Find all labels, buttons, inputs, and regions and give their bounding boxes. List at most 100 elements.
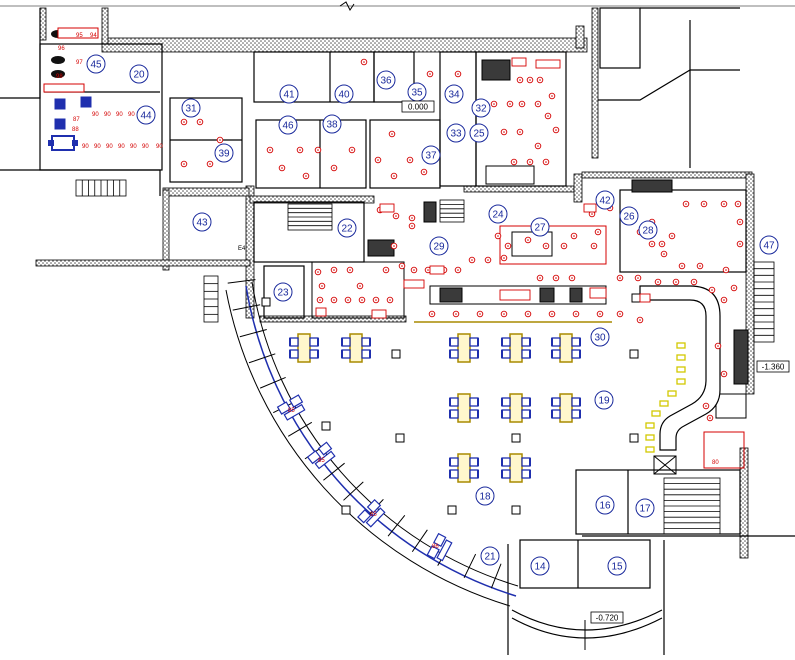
equipment-marker <box>490 100 498 108</box>
room-22: 22 <box>337 218 357 238</box>
armchair <box>357 509 372 524</box>
chair <box>521 469 531 479</box>
equipment-marker <box>314 146 322 154</box>
marker-dot <box>547 115 549 117</box>
equipment-marker <box>568 274 576 282</box>
equipment-marker <box>552 126 560 134</box>
marker-dot <box>723 203 725 205</box>
equipment-marker <box>590 242 598 250</box>
facade-inner-line <box>251 281 519 587</box>
room-28-outline <box>619 189 747 273</box>
marker-dot <box>619 277 621 279</box>
tag-95: 95 <box>76 33 83 39</box>
mullion <box>232 304 261 311</box>
structural-walls <box>35 7 755 559</box>
room-number: 25 <box>473 129 485 140</box>
marker-dot <box>385 269 387 271</box>
equipment-marker <box>318 282 326 290</box>
facade-mullions <box>227 279 502 589</box>
room-bubble <box>595 495 615 515</box>
wall-north <box>101 37 588 53</box>
chair <box>449 397 459 407</box>
room-number: 17 <box>639 504 651 515</box>
level-mark: 0.000 <box>401 100 435 113</box>
equipment-marker <box>330 266 338 274</box>
tag-lounge-1: 85 <box>288 408 295 414</box>
equipment-marker <box>690 278 698 286</box>
marker-dot <box>527 313 529 315</box>
equipment-marker <box>302 172 310 180</box>
level-value: -0.720 <box>596 614 619 623</box>
marker-dot <box>299 149 301 151</box>
equipment-marker <box>386 296 394 304</box>
marker-dot <box>733 287 735 289</box>
marker-dot <box>503 313 505 315</box>
chair <box>469 409 479 419</box>
chair <box>571 337 581 347</box>
marker-dot <box>457 269 459 271</box>
chair <box>449 469 459 479</box>
equipment-marker <box>534 142 542 150</box>
marker-dot <box>361 299 363 301</box>
equipment-marker <box>588 210 596 218</box>
chair <box>469 397 479 407</box>
chair <box>361 337 371 347</box>
equipment-marker <box>516 76 524 84</box>
armchair <box>433 532 447 548</box>
room-41: 41 <box>279 84 299 104</box>
equipment-marker <box>180 160 188 168</box>
mullion <box>490 563 502 589</box>
room-number: 27 <box>534 223 546 234</box>
marker-dot <box>359 285 361 287</box>
marker-dot <box>661 243 663 245</box>
marker-dot <box>409 159 411 161</box>
column <box>391 349 401 359</box>
room-number: 38 <box>326 120 338 131</box>
equipment-marker <box>468 256 476 264</box>
tag-87: 87 <box>73 117 80 123</box>
marker-dot <box>507 245 509 247</box>
marker-dot <box>639 319 641 321</box>
table-top <box>509 453 523 483</box>
equipment-marker <box>634 274 642 282</box>
equipment-marker <box>734 200 742 208</box>
marker-dot <box>529 161 531 163</box>
room-bubble <box>444 84 464 104</box>
room-bubble <box>619 206 639 226</box>
marker-dot <box>455 313 457 315</box>
chair <box>341 349 351 359</box>
mullion <box>248 353 276 364</box>
equipment-marker <box>518 100 526 108</box>
table-top <box>457 333 471 363</box>
equipment-marker <box>180 118 188 126</box>
interior-walls <box>0 7 795 655</box>
marker-dot <box>457 73 459 75</box>
office-row-code: 90 <box>92 112 99 118</box>
equipment-marker <box>524 310 532 318</box>
marker-dot <box>705 405 707 407</box>
marker-dot <box>737 203 739 205</box>
room-bubble <box>421 145 441 165</box>
equipment-marker <box>398 262 406 270</box>
bar-stool <box>645 422 655 429</box>
room-bubble <box>322 114 342 134</box>
office-row-code: 90 <box>156 144 163 150</box>
wall-mid-west <box>162 187 250 197</box>
marker-dot <box>699 265 701 267</box>
coffee-table <box>365 507 386 528</box>
marker-dot <box>351 149 353 151</box>
wall-north-post <box>101 7 109 45</box>
marker-dot <box>555 129 557 131</box>
marker-dot <box>539 277 541 279</box>
room-46: 46 <box>278 115 298 135</box>
room-32-outline <box>475 51 567 187</box>
room-47: 47 <box>759 235 779 255</box>
equipment-marker <box>360 58 368 66</box>
equipment-marker <box>330 296 338 304</box>
room-number: 14 <box>534 562 546 573</box>
marker-dot <box>493 103 495 105</box>
marker-dot <box>269 149 271 151</box>
chair <box>289 337 299 347</box>
room-bubble <box>429 236 449 256</box>
equipment-marker <box>420 168 428 176</box>
